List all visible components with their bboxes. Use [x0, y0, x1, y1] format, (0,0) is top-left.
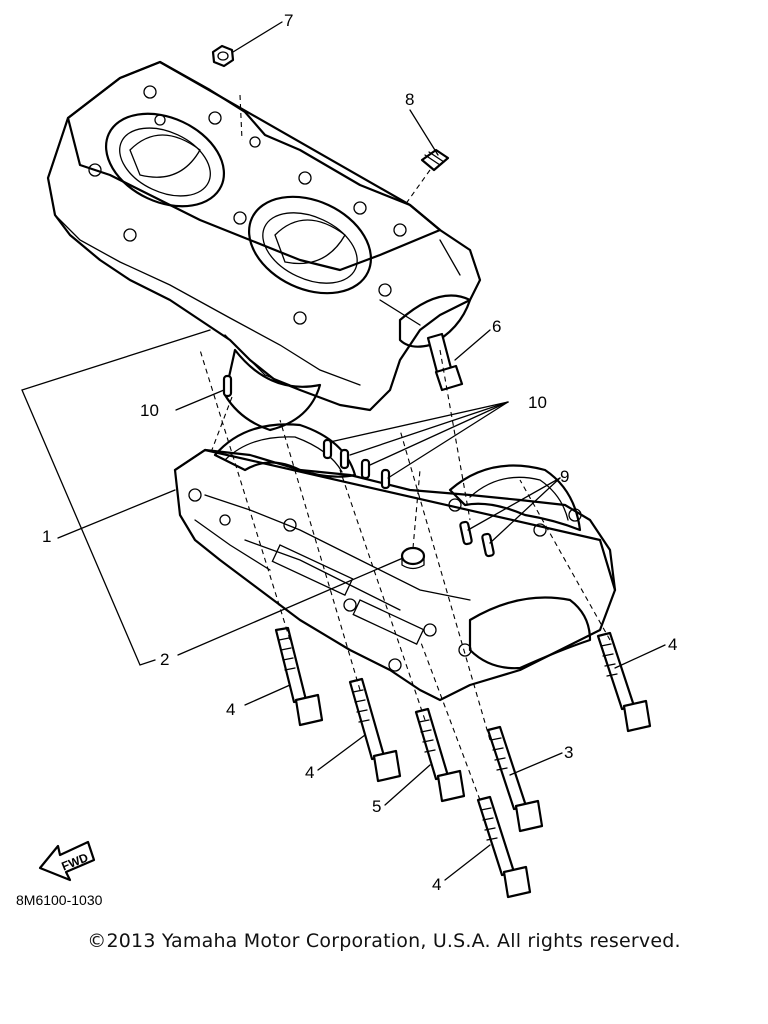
callout-9: 9	[560, 467, 569, 486]
bolt-6	[426, 332, 464, 392]
callout-5: 5	[372, 797, 381, 816]
bolt-4-a	[274, 626, 324, 727]
callout-1: 1	[42, 527, 51, 546]
crankcase-exploded-diagram: 7 8 6 10 10 9 1 2 4 4 4 3 5 4 FWD 8M6100…	[16, 11, 677, 908]
bolt-3	[486, 725, 544, 833]
fwd-arrow-icon: FWD	[38, 840, 96, 882]
callout-8: 8	[405, 90, 414, 109]
dowel-pins-9	[459, 520, 495, 558]
callout-10-right: 10	[528, 393, 547, 412]
callout-10-left: 10	[140, 401, 159, 420]
dowel-pins-10	[222, 374, 391, 490]
callout-4-left: 4	[226, 700, 235, 719]
upper-crankcase	[46, 60, 482, 432]
callout-7: 7	[284, 11, 293, 30]
callout-3: 3	[564, 743, 573, 762]
copyright-notice: ©2013 Yamaha Motor Corporation, U.S.A. A…	[87, 930, 681, 952]
bolt-4-b	[348, 677, 402, 783]
bolt-4-c	[596, 631, 652, 733]
callout-6: 6	[492, 317, 501, 336]
callout-4-middle: 4	[305, 763, 314, 782]
assembly-bracket	[21, 329, 211, 666]
bolt-4-d	[476, 795, 532, 899]
callout-2: 2	[160, 650, 169, 669]
nut-7	[211, 44, 235, 68]
lower-crankcase	[173, 423, 617, 702]
drawing-code: 8M6100-1030	[16, 892, 103, 908]
stud-8	[420, 148, 450, 172]
callout-4-right: 4	[668, 635, 677, 654]
callout-4-bottom: 4	[432, 875, 441, 894]
leader-lines	[57, 21, 666, 881]
bolt-5	[414, 707, 466, 803]
assembly-guide-lines	[199, 94, 611, 801]
